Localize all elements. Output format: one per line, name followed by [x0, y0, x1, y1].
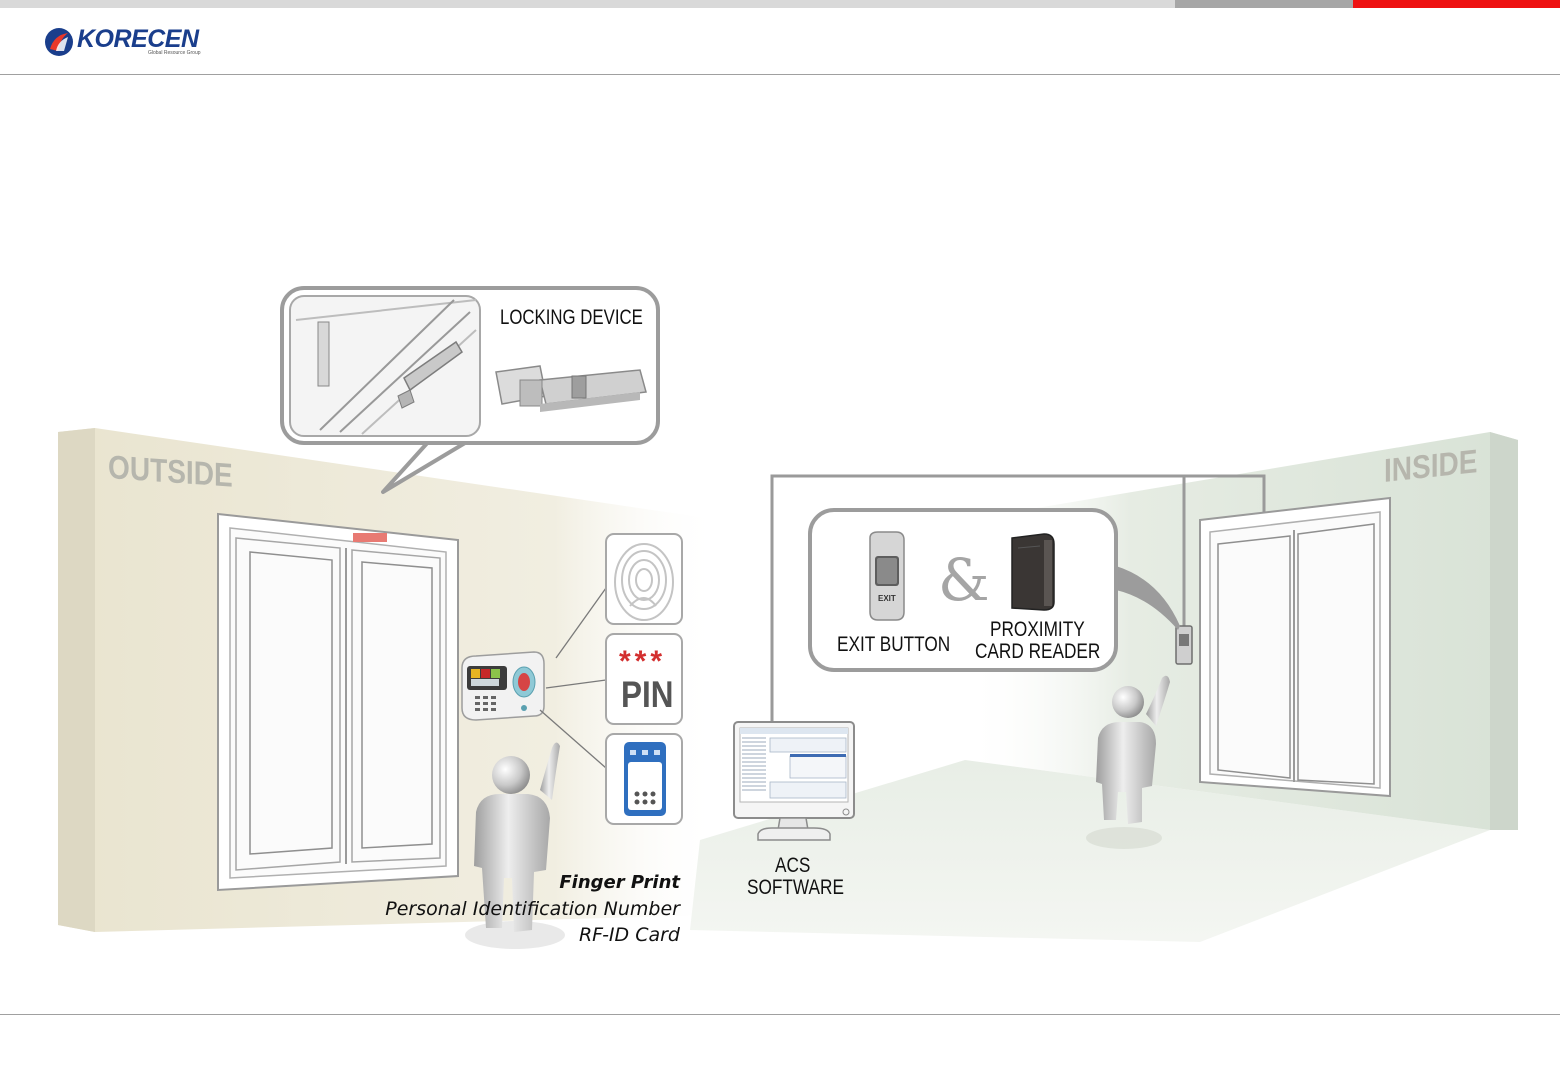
proximity-card-reader-device: [1012, 534, 1054, 610]
acs-label-line2: SOFTWARE: [747, 876, 844, 900]
fingerprint-terminal: [462, 652, 544, 720]
inside-wall-edge: [1490, 432, 1518, 830]
ampersand: &: [938, 546, 990, 614]
pin-label: PIN: [621, 674, 673, 716]
rfid-card-box: [606, 734, 682, 824]
outside-door: [218, 514, 458, 890]
fingerprint-box: [606, 534, 682, 624]
rfid-card-icon: [624, 742, 666, 816]
footer-divider: [0, 1014, 1560, 1015]
inside-door: [1200, 498, 1390, 796]
exit-button-device: [870, 532, 904, 620]
caption-rfid: RF-ID Card: [579, 924, 680, 946]
proximity-label-line2: CARD READER: [975, 640, 1100, 664]
acs-label-line1: ACS: [775, 854, 810, 878]
exit-plate-text: EXIT: [878, 594, 896, 603]
caption-pin: Personal Identification Number: [385, 898, 680, 920]
caption-finger-print: Finger Print: [559, 872, 680, 893]
locking-device-label: LOCKING DEVICE: [500, 306, 643, 330]
outside-wall-edge: [58, 428, 95, 932]
pin-stars: ***: [619, 647, 666, 677]
exit-button-label: EXIT BUTTON: [837, 633, 950, 657]
wall-exit-button: [1176, 626, 1192, 664]
proximity-label-line1: PROXIMITY: [990, 618, 1085, 642]
